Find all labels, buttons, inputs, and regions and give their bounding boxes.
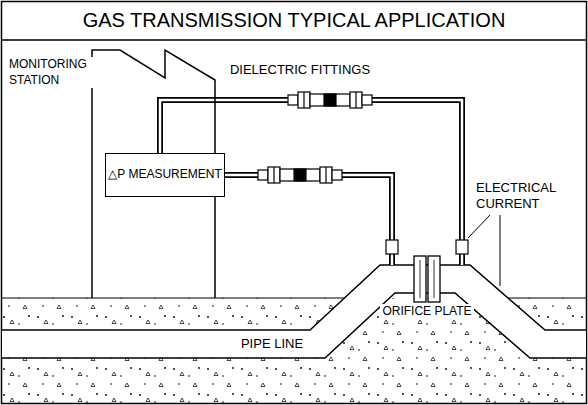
pipe-wall xyxy=(2,265,586,330)
station-building: MONITORING STATION△P MEASUREMENT xyxy=(5,45,217,300)
box-label: △P MEASUREMENT xyxy=(107,167,222,183)
dielectric-fitting xyxy=(258,167,342,183)
flange-bolt xyxy=(420,260,421,298)
tap-fitting xyxy=(386,240,398,254)
callout-label: DIELECTRIC FITTINGS xyxy=(228,62,372,78)
orifice-flange xyxy=(414,256,426,302)
dielectric-fitting xyxy=(288,92,372,108)
station-label: MONITORING STATION xyxy=(8,57,94,88)
leader-line xyxy=(500,215,501,286)
diagram-title: GAS TRANSMISSION TYPICAL APPLICATION xyxy=(2,2,586,39)
pipe-body xyxy=(2,265,586,358)
tap-fitting xyxy=(456,240,468,254)
orifice-flange xyxy=(428,256,440,302)
pipe-wall xyxy=(2,293,586,358)
ground-surface xyxy=(2,297,344,298)
callout-label: ELECTRICAL CURRENT xyxy=(474,180,570,211)
title-rule xyxy=(2,39,587,41)
instrument-box: △P MEASUREMENT xyxy=(105,153,225,197)
part-label: ORIFICE PLATE xyxy=(380,304,473,318)
ground-surface xyxy=(508,297,586,298)
leader-line xyxy=(468,215,490,238)
part-label: PIPE LINE xyxy=(239,336,305,352)
flange-bolt xyxy=(434,260,435,298)
